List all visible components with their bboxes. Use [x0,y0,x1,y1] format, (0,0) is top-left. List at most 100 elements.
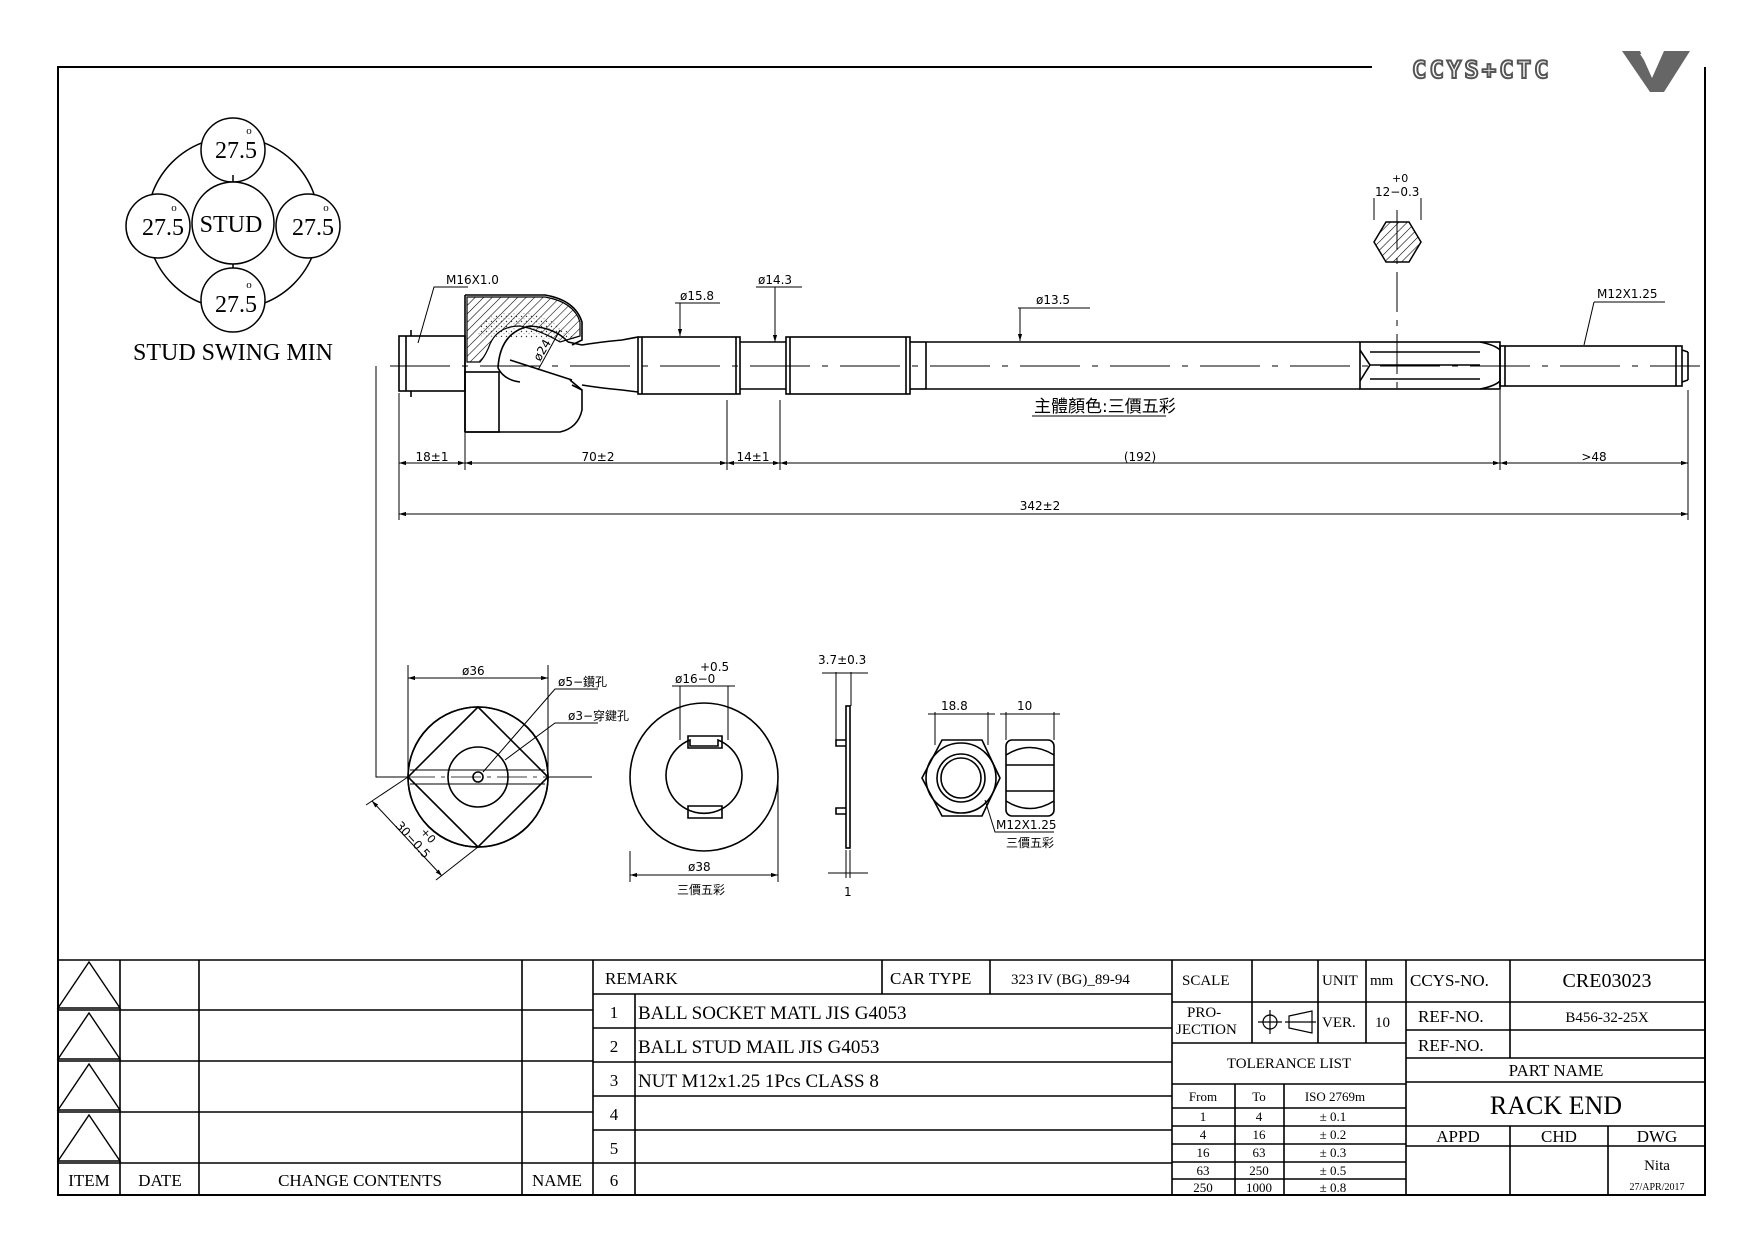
ref-no2-label: REF-NO. [1418,1036,1484,1055]
tolerance-row-3-val: ± 0.3 [1320,1145,1347,1160]
nut-view [921,739,1055,817]
side-view [835,705,851,849]
tolerance-header-from: From [1189,1089,1217,1104]
len-1-label: 18±1 [416,450,449,464]
spec-block: SCALE UNIT mm PRO- JECTION VER. 10 TOLER… [1176,973,1394,1195]
ccys-no-label: CCYS-NO. [1410,971,1489,990]
tolerance-row-1-to: 4 [1256,1109,1263,1124]
washer-hole-1-label: ø5−鑽孔 [558,674,607,689]
nut-text: 18.8 10 M12X1.25 三價五彩 [941,699,1057,850]
tolerance-row-3-from: 16 [1197,1145,1211,1160]
thread-left-label: M16X1.0 [446,273,499,287]
lock-plate-tol-upper: +0.5 [700,660,729,674]
tolerance-row-3-to: 63 [1253,1145,1266,1160]
tolerance-row-5-val: ± 0.8 [1320,1180,1347,1195]
tolerance-row-2-to: 16 [1253,1127,1267,1142]
color-note: 主體顏色:三價五彩 [1034,397,1176,417]
remark-row-4-no: 4 [610,1105,619,1124]
dwg-label: DWG [1637,1127,1678,1146]
remark-table: REMARK CAR TYPE 323 IV (BG)_89-94 1 BALL… [605,969,1130,1190]
remark-row-2-text: BALL STUD MAIL JIS G4053 [638,1037,879,1058]
tolerance-row-5-to: 1000 [1246,1180,1272,1195]
tolerance-header-iso: ISO 2769m [1305,1089,1365,1104]
tolerance-title: TOLERANCE LIST [1227,1056,1351,1072]
main-view-dimensions-text: M16X1.0 ø24 ø15.8 ø14.3 ø13.5 M12X1.25 +… [446,172,1658,417]
dia-3-label: ø13.5 [1036,293,1070,307]
tolerance-header-to: To [1252,1089,1266,1104]
remark-row-5-no: 5 [610,1139,619,1158]
stud-swing-title: STUD SWING MIN [133,340,333,366]
id-block: CCYS-NO. CRE03023 REF-NO. B456-32-25X RE… [1410,970,1685,1193]
remark-row-1-text: BALL SOCKET MATL JIS G4053 [638,1003,906,1024]
side-plate-thk-label: 1 [844,885,852,899]
remark-row-1-no: 1 [610,1003,619,1022]
len-3-label: 14±1 [737,450,770,464]
stud-swing-labels: 27.5 27.5 27.5 27.5 STUD o o o o STUD SW… [133,125,334,366]
len-total-label: 342±2 [1020,499,1061,513]
lock-plate-view [629,702,779,852]
hex-tol-upper: +0 [1392,172,1408,185]
remark-row-3-no: 3 [610,1071,619,1090]
part-name-label: PART NAME [1509,1061,1604,1080]
part-name-value: RACK END [1490,1091,1622,1120]
swing-degree-bottom: o [246,279,252,291]
projection-label-2: JECTION [1176,1022,1237,1038]
swing-angle-right: 27.5 [292,215,334,241]
revision-header-item: ITEM [68,1171,110,1190]
remark-label: REMARK [605,969,678,988]
unit-label: UNIT [1322,973,1358,989]
side-view-text: 3.7±0.3 1 [818,653,866,899]
hex-end-view [1373,198,1422,395]
nut-height-label: 10 [1017,699,1032,713]
dwg-name: Nita [1644,1158,1670,1174]
revision-header-date: DATE [138,1171,181,1190]
tolerance-row-2-from: 4 [1200,1127,1207,1142]
tolerance-row-1-val: ± 0.1 [1320,1109,1347,1124]
side-thickness-label: 3.7±0.3 [818,653,866,667]
projection-label-1: PRO- [1187,1005,1221,1021]
dia-1-label: ø15.8 [680,289,714,303]
title-block-lines [56,959,1705,1195]
ver-value: 10 [1375,1015,1390,1031]
nut-finish-label: 三價五彩 [1006,836,1054,850]
len-4-label: (192) [1124,450,1156,464]
main-view-leaders [417,286,1665,417]
swing-degree-left: o [171,202,177,214]
swing-angle-bottom: 27.5 [215,292,257,318]
hex-tol-label: 12−0.3 [1375,185,1419,199]
revision-table: ITEM DATE CHANGE CONTENTS NAME [68,1171,582,1190]
brand-logo-text: CCYS+CTC [1412,56,1552,84]
projection-symbol-icon [1258,1010,1316,1034]
remark-row-3-text: NUT M12x1.25 1Pcs CLASS 8 [638,1071,879,1092]
revision-header-change: CHANGE CONTENTS [278,1171,442,1190]
sheet-border [57,66,1706,1196]
swing-degree-right: o [323,202,329,214]
swing-angle-top: 27.5 [215,138,257,164]
stud-swing-diagram [125,117,341,333]
swing-degree-top: o [246,125,252,137]
ref-no-label: REF-NO. [1418,1007,1484,1026]
side-view-leaders [822,672,868,878]
lock-plate-outer-dia: ø38 [688,860,711,874]
swing-center-label: STUD [200,212,263,238]
ver-label: VER. [1322,1015,1356,1031]
len-5-label: >48 [1581,450,1606,464]
car-type-label: CAR TYPE [890,969,971,988]
washer-hole-2-label: ø3−穿鍵孔 [568,708,629,723]
brand-logo: CCYS+CTC [1411,51,1690,92]
remark-row-6-no: 6 [610,1171,619,1190]
appd-label: APPD [1436,1127,1479,1146]
lock-plate-text: +0.5 ø16−0 ø38 三價五彩 [675,660,729,897]
tolerance-row-2-val: ± 0.2 [1320,1127,1347,1142]
chd-label: CHD [1541,1127,1577,1146]
nut-thread-label: M12X1.25 [996,818,1057,832]
ball-dia-label: ø24 [530,337,553,364]
tolerance-row-5-from: 250 [1193,1180,1213,1195]
tolerance-row-1-from: 1 [1200,1109,1207,1124]
remark-row-2-no: 2 [610,1037,619,1056]
brand-emblem-icon [1622,51,1690,92]
unit-value: mm [1370,973,1394,989]
len-2-label: 70±2 [582,450,615,464]
nut-leaders [928,712,1060,833]
